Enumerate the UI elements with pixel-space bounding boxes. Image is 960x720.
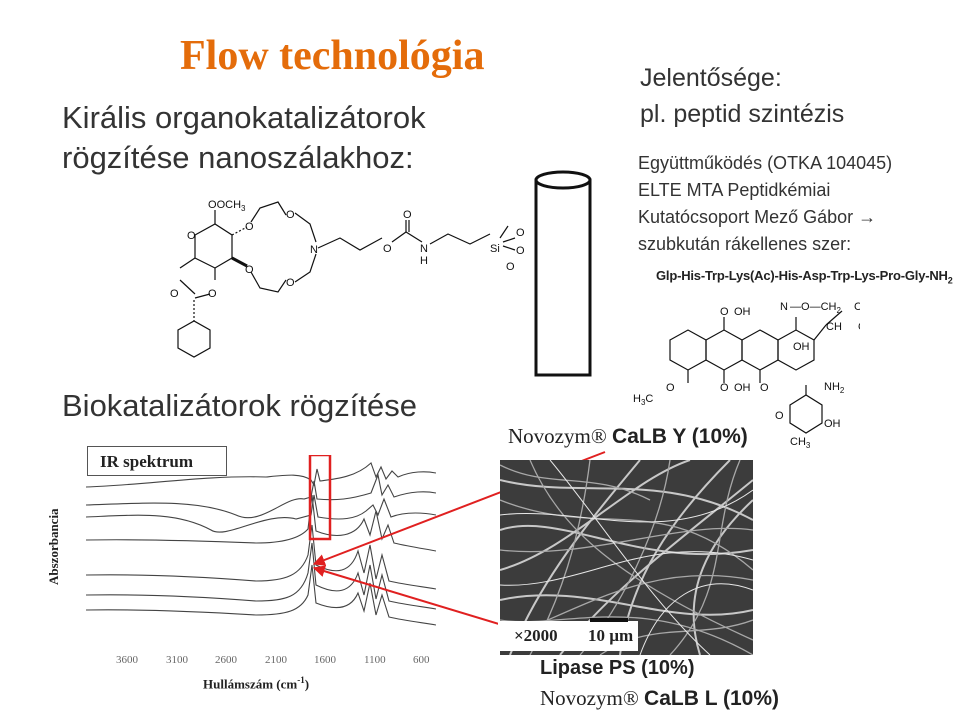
column-icon xyxy=(534,170,592,377)
absorbance-label: Abszorbancia xyxy=(46,508,61,585)
svg-text:O: O xyxy=(775,410,784,422)
svg-text:C: C xyxy=(854,301,860,313)
subtitle: Királis organokatalizátorok rögzítése na… xyxy=(62,98,426,178)
svg-text:O: O xyxy=(208,288,217,300)
svg-text:O: O xyxy=(170,288,179,300)
significance-text: Jelentősége: pl. peptid szintézis xyxy=(640,60,844,132)
ir-spectrum-plot xyxy=(86,455,436,626)
svg-text:O: O xyxy=(516,245,525,257)
svg-text:O: O xyxy=(720,306,729,318)
ir-tick-3100: 3100 xyxy=(166,654,188,666)
sem-top-label: Novozym® CaLB Y (10%) xyxy=(508,424,748,448)
cooperation-line-1: Együttműködés (OTKA 104045) xyxy=(638,153,893,173)
sem-magnification: ×2000 10 µm xyxy=(498,618,638,651)
cooperation-line-2: ELTE MTA Peptidkémiai xyxy=(638,180,831,200)
svg-text:O: O xyxy=(383,243,392,255)
ir-tick-2600: 2600 xyxy=(215,654,237,666)
cooperation-line-3: Kutatócsoport Mező Gábor xyxy=(638,207,854,227)
svg-text:O: O xyxy=(403,209,412,221)
significance-line-2: pl. peptid szintézis xyxy=(640,100,845,128)
ir-tick-3600: 3600 xyxy=(116,654,138,666)
ir-tick-2100: 2100 xyxy=(265,654,287,666)
ir-tick-600: 600 xyxy=(413,654,430,666)
biocatalyst-heading: Biokatalizátorok rögzítése xyxy=(62,388,417,423)
ir-tick-1600: 1600 xyxy=(314,654,336,666)
svg-text:CH: CH xyxy=(826,321,842,333)
svg-text:O: O xyxy=(666,382,675,394)
svg-text:O: O xyxy=(286,277,295,289)
svg-text:Si: Si xyxy=(490,243,500,255)
subtitle-line-2: rögzítése nanoszálakhoz: xyxy=(62,140,414,175)
svg-text:CH3: CH3 xyxy=(790,436,811,450)
svg-text:O: O xyxy=(245,221,254,233)
svg-text:O: O xyxy=(516,227,525,239)
svg-text:—O—CH2: —O—CH2 xyxy=(790,301,841,315)
ir-spectrum-label: IR spektrum xyxy=(87,446,227,476)
cooperation-text: Együttműködés (OTKA 104045) ELTE MTA Pep… xyxy=(638,150,892,258)
svg-text:NH2: NH2 xyxy=(824,381,845,395)
subtitle-line-1: Királis organokatalizátorok xyxy=(62,100,426,135)
svg-text:O: O xyxy=(245,264,254,276)
significance-line-1: Jelentősége: xyxy=(640,64,782,92)
svg-text:O: O xyxy=(286,209,295,221)
svg-text:O: O xyxy=(760,382,769,394)
svg-text:O: O xyxy=(858,321,860,333)
peptide-sequence: Glp-His-Trp-Lys(Ac)-His-Asp-Trp-Lys-Pro-… xyxy=(656,268,953,286)
catalyst-structure: OOCH3 O O O O O N O O N H Si O O O O O xyxy=(170,199,525,358)
svg-text:OH: OH xyxy=(793,341,810,353)
svg-text:N: N xyxy=(310,244,318,256)
svg-text:O: O xyxy=(187,230,196,242)
svg-text:OOCH3: OOCH3 xyxy=(208,199,246,213)
svg-text:O: O xyxy=(506,261,515,273)
page-title: Flow technológia xyxy=(180,33,485,79)
arrow-right-icon: → xyxy=(858,207,877,227)
svg-text:OH: OH xyxy=(824,418,841,430)
svg-text:H: H xyxy=(420,255,428,267)
svg-text:OH: OH xyxy=(734,382,751,394)
svg-text:O: O xyxy=(720,382,729,394)
svg-text:N: N xyxy=(780,301,788,313)
wavenumber-label: Hullámszám (cm-1) xyxy=(203,675,310,692)
svg-text:N: N xyxy=(420,243,428,255)
ir-tick-1100: 1100 xyxy=(364,654,386,666)
cooperation-line-4: szubkután rákellenes szer: xyxy=(638,234,852,254)
svg-text:H3C: H3C xyxy=(633,393,653,407)
sem-label-lipase: Lipase PS (10%) xyxy=(540,657,695,679)
sem-label-novozym-l: Novozym® CaLB L (10%) xyxy=(540,686,780,710)
scale-bar xyxy=(590,618,628,622)
drug-structure: N —O—CH2 C CH O O OH OH H3C O O OH O NH2… xyxy=(633,301,860,450)
svg-text:OH: OH xyxy=(734,306,751,318)
